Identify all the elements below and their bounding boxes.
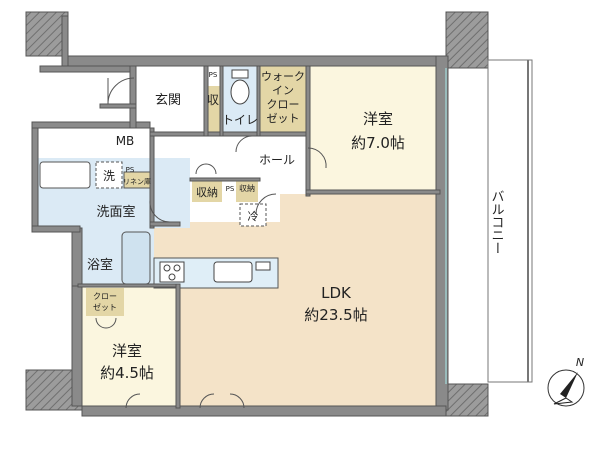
wash-label: 洗	[103, 169, 115, 183]
fridge-space	[239, 203, 267, 227]
western-room-1-size: 約7.0帖	[351, 134, 405, 152]
vanity-sink-icon	[39, 161, 91, 189]
svg-text:クロー: クロー	[267, 98, 300, 111]
compass-icon: N	[547, 356, 585, 407]
wic-floor	[258, 66, 308, 136]
western-room-1-floor	[308, 66, 442, 192]
toilet-label: トイレ	[222, 113, 258, 127]
toilet-tank-icon	[231, 69, 249, 79]
kitchen-sink-icon	[213, 261, 253, 283]
storage-1-label: 収	[207, 93, 219, 107]
washroom-label: 洗面室	[96, 204, 135, 220]
compass-label: N	[576, 356, 584, 369]
storage-3-label: 収納	[239, 183, 255, 193]
western-room-2-size: 約4.5帖	[100, 364, 154, 382]
entrance-label: 玄関	[155, 93, 181, 108]
svg-text:ゼット: ゼット	[267, 112, 300, 125]
storage-2-floor	[192, 180, 222, 202]
hall-label: ホール	[259, 153, 295, 167]
svg-text:ウォーク: ウォーク	[261, 70, 305, 83]
closet-floor	[86, 288, 124, 316]
dishwasher-icon	[255, 261, 271, 271]
mb-floor	[100, 128, 150, 152]
burner-3-icon	[168, 273, 176, 281]
ps-label-2: PS	[209, 71, 218, 79]
bathtub	[121, 231, 151, 285]
svg-text:ゼット: ゼット	[93, 302, 117, 312]
storage-3-floor	[236, 180, 258, 202]
ps-label-3: PS	[226, 185, 235, 193]
burner-1-icon	[163, 264, 171, 272]
ps-label-1: PS	[126, 166, 135, 174]
fridge-label: 冷	[248, 210, 259, 223]
toilet-bowl-icon	[230, 79, 250, 105]
western-room-1-name: 洋室	[363, 110, 393, 128]
svg-text:イン: イン	[272, 84, 294, 97]
bath-label: 浴室	[87, 257, 113, 273]
svg-text:収: 収	[207, 93, 219, 107]
linen-label: リネン庫	[123, 177, 151, 186]
mb-label: MB	[116, 134, 135, 148]
burner-2-icon	[173, 264, 181, 272]
wic-label: ウォーク イン クロー ゼット	[261, 70, 305, 125]
balcony-label: バルコニー	[489, 190, 505, 255]
ldk-floor	[178, 194, 442, 410]
ldk-size: 約23.5帖	[304, 306, 367, 324]
balcony-area	[487, 59, 533, 383]
svg-text:クロー: クロー	[93, 292, 117, 301]
western-room-2-name: 洋室	[112, 342, 142, 360]
washer-space	[95, 161, 123, 189]
ldk-name: LDK	[321, 284, 352, 302]
stove-icon	[159, 261, 185, 283]
storage-2-label: 収納	[196, 186, 218, 199]
doors	[95, 77, 327, 409]
closet-label: クロー ゼット	[93, 292, 117, 312]
